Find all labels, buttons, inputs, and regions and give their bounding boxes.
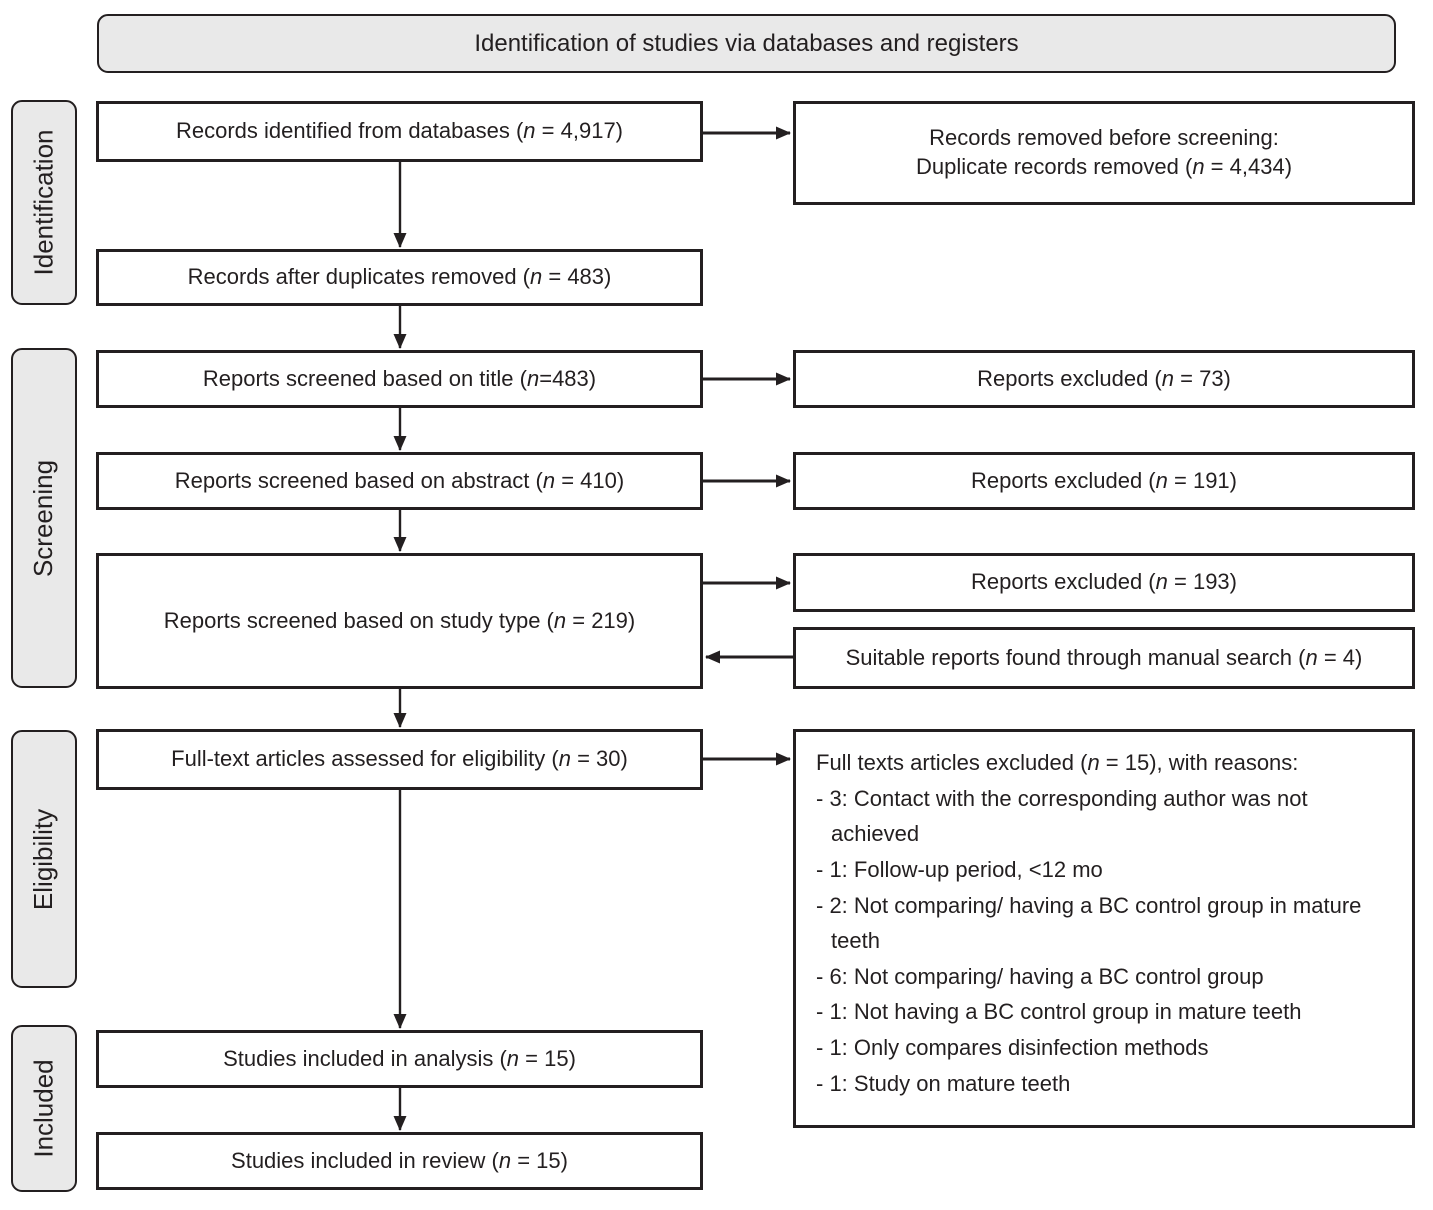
- box-records-after-duplicates-label: Records after duplicates removed (n = 48…: [187, 264, 612, 290]
- box-fulltext-assessed-label: Full-text articles assessed for eligibil…: [171, 746, 628, 772]
- box-screened-abstract: Reports screened based on abstract (n = …: [96, 452, 703, 510]
- box-included-analysis: Studies included in analysis (n = 15): [96, 1030, 703, 1088]
- box-excluded-title: Reports excluded (n = 73): [793, 350, 1415, 408]
- box-excluded-abstract-label: Reports excluded (n = 191): [970, 467, 1237, 493]
- box-excluded-study-type: Reports excluded (n = 193): [793, 553, 1415, 612]
- box-included-review: Studies included in review (n = 15): [96, 1132, 703, 1190]
- box-included-analysis-label: Studies included in analysis (n = 15): [223, 1045, 576, 1071]
- box-records-after-duplicates: Records after duplicates removed (n = 48…: [96, 249, 703, 306]
- box-fulltext-assessed: Full-text articles assessed for eligibil…: [96, 729, 703, 790]
- stage-included-label: Included: [28, 1059, 59, 1158]
- stage-screening-label: Screening: [28, 459, 59, 577]
- fulltext-excluded-heading: Full texts articles excluded (n = 15), w…: [816, 750, 1299, 775]
- exclusion-reason: - 1: Only compares disinfection methods: [816, 1035, 1209, 1060]
- exclusion-reason: - 1: Not having a BC control group in ma…: [816, 999, 1302, 1025]
- diagram-header-label: Identification of studies via databases …: [474, 29, 1019, 57]
- stage-included: Included: [11, 1025, 77, 1192]
- box-manual-search: Suitable reports found through manual se…: [793, 627, 1415, 689]
- stage-identification: Identification: [11, 100, 77, 305]
- exclusion-reason: - 3: Contact with the corresponding auth…: [816, 785, 1308, 847]
- box-records-removed-line1: Records removed before screening:: [929, 125, 1279, 151]
- box-screened-study-type-label: Reports screened based on study type (n …: [163, 607, 636, 633]
- exclusion-reason: - 1: Study on mature teeth: [816, 1070, 1071, 1096]
- stage-screening: Screening: [11, 348, 77, 688]
- stage-eligibility: Eligibility: [11, 730, 77, 988]
- box-excluded-abstract: Reports excluded (n = 191): [793, 452, 1415, 510]
- box-excluded-study-type-label: Reports excluded (n = 193): [970, 569, 1237, 595]
- exclusion-reason: - 6: Not comparing/ having a BC control …: [816, 963, 1264, 989]
- box-fulltext-excluded-reasons: Full texts articles excluded (n = 15), w…: [793, 729, 1415, 1128]
- box-included-review-label: Studies included in review (n = 15): [231, 1147, 568, 1173]
- exclusion-reason: - 2: Not comparing/ having a BC control …: [816, 892, 1362, 954]
- box-screened-title-label: Reports screened based on title (n=483): [202, 365, 597, 391]
- box-records-identified-label: Records identified from databases (n = 4…: [176, 118, 623, 144]
- box-excluded-title-label: Reports excluded (n = 73): [977, 365, 1231, 391]
- stage-eligibility-label: Eligibility: [28, 808, 59, 910]
- box-screened-abstract-label: Reports screened based on abstract (n = …: [174, 467, 625, 493]
- box-records-removed-line2: Duplicate records removed (n = 4,434): [915, 154, 1293, 179]
- box-screened-study-type: Reports screened based on study type (n …: [96, 553, 703, 689]
- box-records-identified: Records identified from databases (n = 4…: [96, 101, 703, 162]
- stage-identification-label: Identification: [28, 129, 59, 276]
- exclusion-reason: - 1: Follow-up period, <12 mo: [816, 856, 1103, 882]
- box-manual-search-label: Suitable reports found through manual se…: [845, 644, 1363, 670]
- box-records-removed-before-screening: Records removed before screening: Duplic…: [793, 101, 1415, 205]
- diagram-header: Identification of studies via databases …: [97, 14, 1396, 73]
- box-screened-title: Reports screened based on title (n=483): [96, 350, 703, 408]
